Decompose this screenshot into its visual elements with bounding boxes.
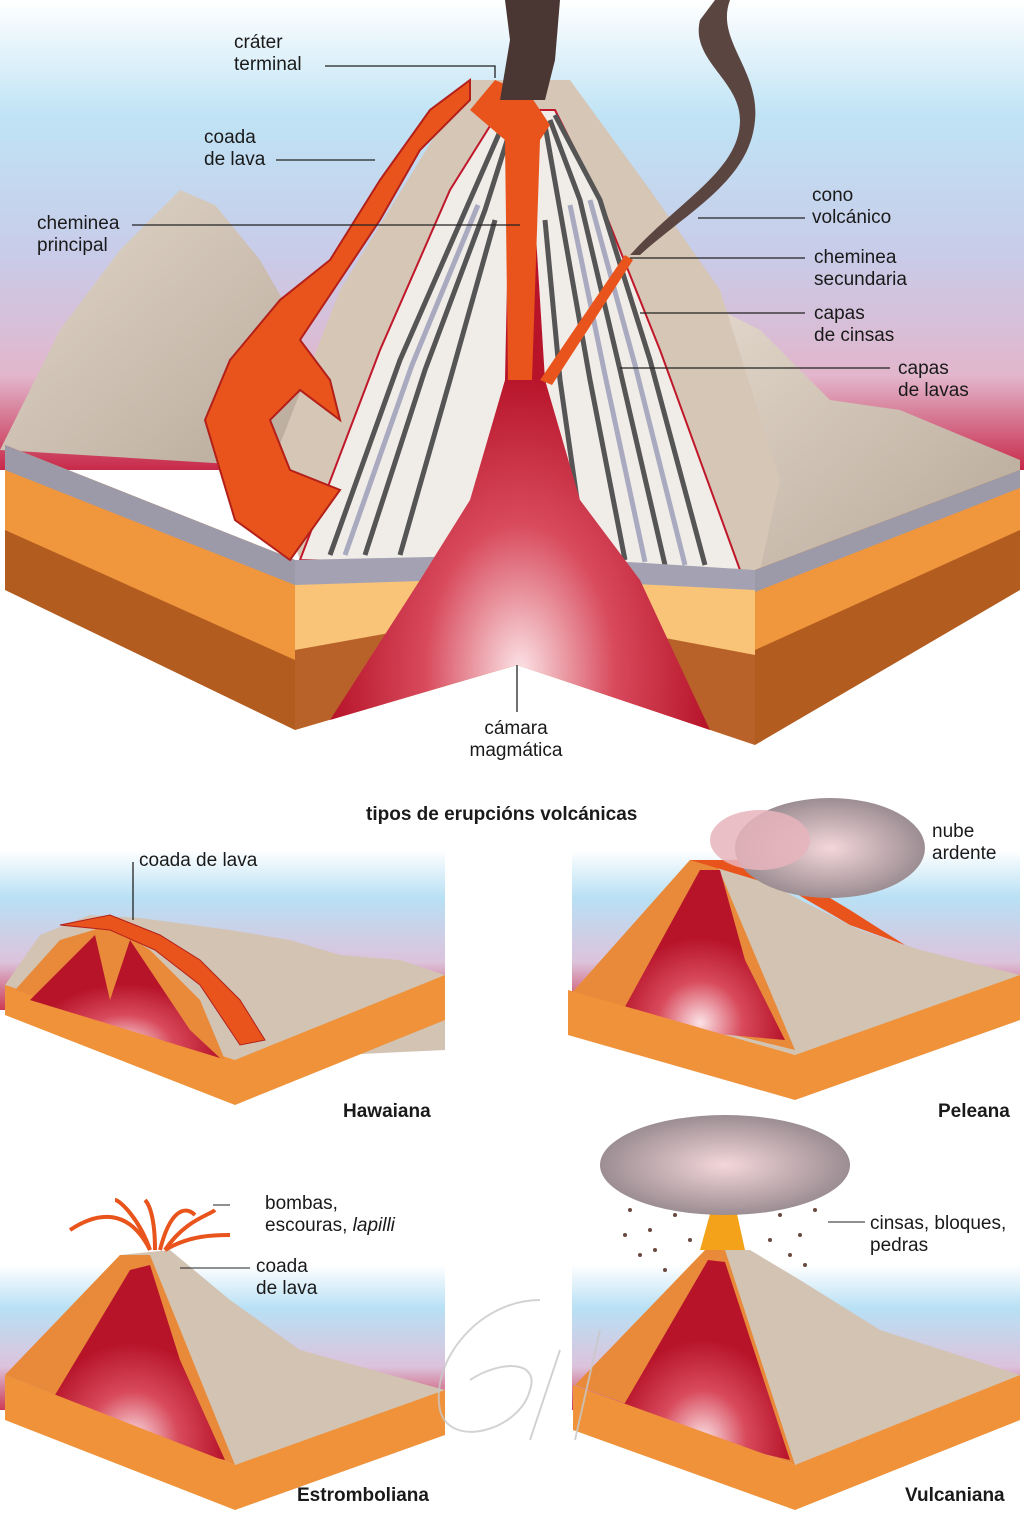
main-vent <box>470 80 550 380</box>
secondary-smoke <box>630 0 756 255</box>
hawaiana-diagram <box>0 850 445 1105</box>
label-hawaiana-lava: coada de lava <box>139 850 258 871</box>
bombs-lapilli <box>68 1198 231 1252</box>
title-vulcaniana: Vulcaniana <box>905 1485 1005 1506</box>
eruption-types-title: tipos de erupcións volcánicas <box>366 804 638 825</box>
title-hawaiana: Hawaiana <box>343 1101 431 1122</box>
label-cinsas-bloques: cinsas, bloques,pedras <box>870 1213 1007 1256</box>
estromboliana-diagram <box>0 1198 445 1510</box>
ash-cloud <box>600 1115 850 1215</box>
secondary-vent <box>540 255 633 385</box>
peleana-diagram <box>568 798 1020 1100</box>
magma-chamber <box>330 140 710 730</box>
vulcaniana-diagram <box>572 1115 1020 1510</box>
title-peleana: Peleana <box>938 1101 1010 1122</box>
main-volcano-diagram <box>0 0 1024 745</box>
ash-particles <box>623 1208 817 1272</box>
label-bombas: bombas,escouras, lapilli <box>265 1193 395 1236</box>
lava-flow <box>203 78 471 562</box>
leader-lines <box>132 65 890 712</box>
watermark-logo <box>437 1299 601 1441</box>
title-estromboliana: Estromboliana <box>297 1485 429 1506</box>
smoke-plume <box>500 0 560 100</box>
